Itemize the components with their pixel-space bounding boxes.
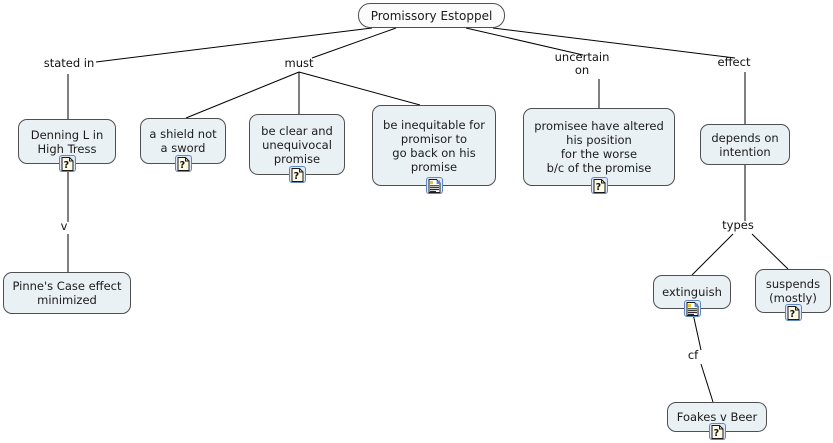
edge-must-inequitable: [298, 71, 421, 106]
svg-text:?: ?: [63, 160, 69, 171]
concept-node-depends[interactable]: depends on intention: [700, 124, 790, 165]
concept-node-pinnes[interactable]: Pinne's Case effect minimized: [3, 272, 131, 314]
edge-label-v[interactable]: v: [60, 219, 68, 233]
edge-must-shield: [185, 71, 300, 119]
svg-text:?: ?: [595, 182, 601, 193]
svg-text:?: ?: [713, 428, 719, 439]
question-page-icon[interactable]: ?: [58, 155, 76, 172]
question-page-icon[interactable]: ?: [590, 177, 608, 194]
edge-label-must[interactable]: must: [284, 56, 314, 70]
svg-text:?: ?: [179, 160, 185, 171]
edge-label-types[interactable]: types: [722, 218, 754, 232]
concept-node-promisee[interactable]: promisee have altered his position for t…: [523, 108, 675, 186]
list-page-icon[interactable]: [425, 177, 443, 194]
edge-label-cf[interactable]: cf: [687, 348, 699, 362]
concept-node-root[interactable]: Promissory Estoppel: [358, 3, 505, 28]
edge-label-effect[interactable]: effect: [717, 55, 751, 69]
edge-types-extinguish: [691, 233, 734, 276]
svg-text:?: ?: [293, 171, 299, 182]
question-page-icon[interactable]: ?: [708, 423, 726, 440]
edge-root-must: [311, 27, 397, 59]
question-page-icon[interactable]: ?: [288, 166, 306, 183]
list-page-icon[interactable]: [683, 300, 701, 317]
edge-root-statedin: [95, 27, 373, 63]
question-page-icon[interactable]: ?: [174, 155, 192, 172]
edge-cf-foakes: [700, 363, 714, 403]
edge-label-stated-in[interactable]: stated in: [43, 56, 95, 70]
svg-text:?: ?: [789, 309, 795, 320]
edge-label-uncertain[interactable]: uncertain on: [554, 50, 610, 77]
concept-node-inequitable[interactable]: be inequitable for promisor to go back o…: [372, 105, 496, 186]
question-page-icon[interactable]: ?: [784, 304, 802, 321]
edge-types-suspends: [751, 233, 789, 270]
